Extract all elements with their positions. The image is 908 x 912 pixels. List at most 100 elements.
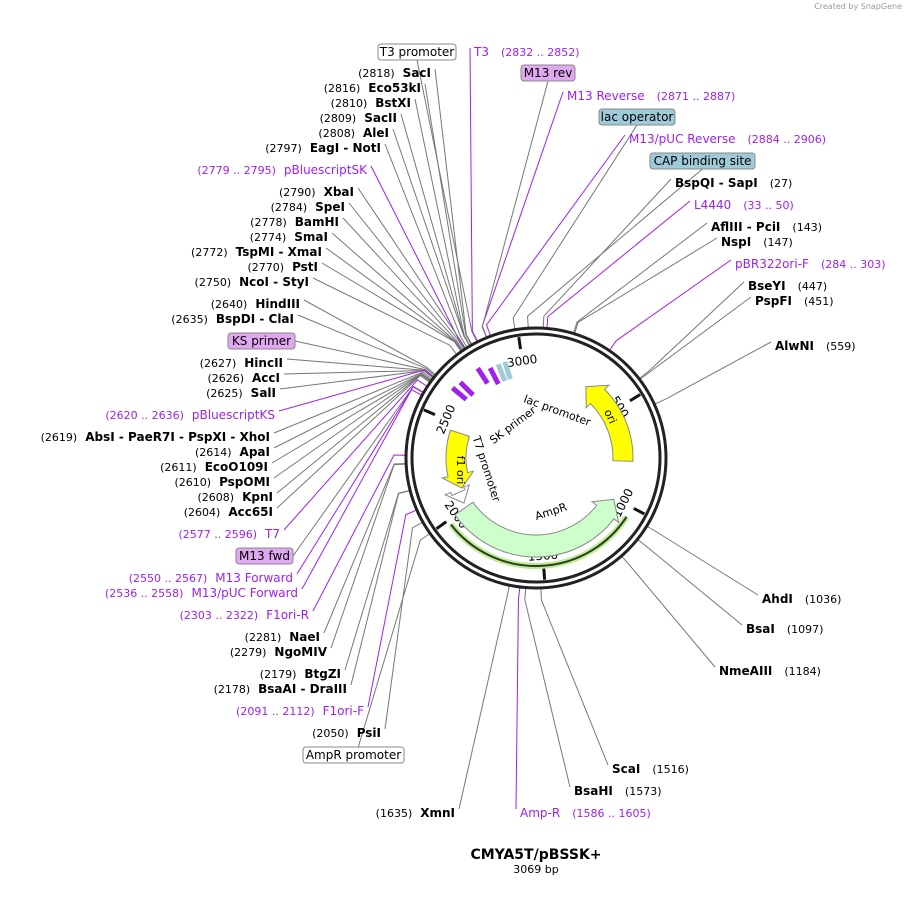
feature-cap-binding-site[interactable]: CAP binding site bbox=[649, 152, 756, 170]
annotation-label[interactable]: (2779 .. 2795)pBluescriptSK bbox=[197, 163, 368, 177]
enzyme-btgzi[interactable]: (2179)BtgZI bbox=[260, 667, 341, 681]
enzyme-pspfi[interactable]: PspFI(451) bbox=[755, 294, 834, 308]
annotation-label[interactable]: (2627)HincII bbox=[200, 356, 283, 370]
primer-f1ori-r[interactable]: (2303 .. 2322)F1ori-R bbox=[180, 608, 309, 622]
enzyme-bstxi[interactable]: (2810)BstXI bbox=[331, 96, 411, 110]
ori-feature[interactable] bbox=[585, 384, 634, 462]
enzyme-naei[interactable]: (2281)NaeI bbox=[245, 630, 320, 644]
primer-pbr322ori-f[interactable]: pBR322ori-F(284 .. 303) bbox=[735, 257, 886, 271]
enzyme-pspomi[interactable]: (2610)PspOMI bbox=[174, 475, 270, 489]
ampr-promoter-feature[interactable] bbox=[443, 484, 471, 504]
annotation-label[interactable]: (2608)KpnI bbox=[198, 490, 273, 504]
annotation-label[interactable]: T3(2832 .. 2852) bbox=[473, 45, 580, 59]
feature-ks-primer[interactable]: KS primer bbox=[227, 332, 296, 350]
enzyme-afliii-pcii[interactable]: AflIII - PciI(143) bbox=[711, 220, 822, 234]
feature-m13-fwd[interactable]: M13 fwd bbox=[235, 547, 294, 565]
enzyme-nmeaiii[interactable]: NmeAIII(1184) bbox=[719, 664, 821, 678]
annotation-label[interactable]: (2797)EagI - NotI bbox=[265, 141, 381, 155]
annotation-label[interactable]: pBR322ori-F(284 .. 303) bbox=[735, 257, 886, 271]
annotation-label[interactable]: (2611)EcoO109I bbox=[160, 460, 268, 474]
annotation-label[interactable]: (2790)XbaI bbox=[279, 185, 354, 199]
annotation-label[interactable]: (2810)BstXI bbox=[331, 96, 411, 110]
annotation-label[interactable]: (2808)AleI bbox=[318, 126, 389, 140]
feature-box[interactable] bbox=[302, 746, 405, 764]
enzyme-ecoo109i[interactable]: (2611)EcoO109I bbox=[160, 460, 268, 474]
annotation-label[interactable]: L4440(33 .. 50) bbox=[694, 198, 794, 212]
feature-ampr-promoter[interactable]: AmpR promoter bbox=[302, 746, 405, 764]
annotation-label[interactable]: M13/pUC Reverse(2884 .. 2906) bbox=[629, 132, 826, 146]
annotation-label[interactable]: (2619)AbsI - PaeR7I - PspXI - XhoI bbox=[41, 430, 270, 444]
annotation-label[interactable]: (2279)NgoMIV bbox=[230, 645, 328, 659]
annotation-label[interactable]: (2635)BspDI - ClaI bbox=[171, 312, 294, 326]
annotation-label[interactable]: (2778)BamHI bbox=[250, 215, 339, 229]
enzyme-psti[interactable]: (2770)PstI bbox=[247, 260, 318, 274]
annotation-label[interactable]: (2770)PstI bbox=[247, 260, 318, 274]
annotation-label[interactable]: (1635)XmnI bbox=[376, 806, 455, 820]
enzyme-xmni[interactable]: (1635)XmnI bbox=[376, 806, 455, 820]
enzyme-scai[interactable]: ScaI(1516) bbox=[612, 762, 689, 776]
enzyme-sali[interactable]: (2625)SalI bbox=[206, 386, 276, 400]
annotation-label[interactable]: (2614)ApaI bbox=[195, 445, 270, 459]
enzyme-bsai[interactable]: BsaI(1097) bbox=[746, 622, 823, 636]
annotation-label[interactable]: NspI(147) bbox=[721, 235, 793, 249]
enzyme-sacii[interactable]: (2809)SacII bbox=[320, 111, 397, 125]
enzyme-alwni[interactable]: AlwNI(559) bbox=[775, 339, 856, 353]
primer-amp-r[interactable]: Amp-R(1586 .. 1605) bbox=[520, 806, 651, 820]
feature-lac-operator[interactable]: lac operator bbox=[598, 108, 676, 126]
annotation-label[interactable]: BspQI - SapI(27) bbox=[675, 176, 792, 190]
enzyme-bamhi[interactable]: (2778)BamHI bbox=[250, 215, 339, 229]
primer-m13-reverse[interactable]: M13 Reverse(2871 .. 2887) bbox=[567, 89, 735, 103]
enzyme-acci[interactable]: (2626)AccI bbox=[207, 371, 280, 385]
enzyme-hindiii[interactable]: (2640)HindIII bbox=[211, 297, 300, 311]
annotation-label[interactable]: AhdI(1036) bbox=[762, 592, 841, 606]
annotation-label[interactable]: AlwNI(559) bbox=[775, 339, 856, 353]
annotation-label[interactable]: (2809)SacII bbox=[320, 111, 397, 125]
enzyme-bspqi-sapi[interactable]: BspQI - SapI(27) bbox=[675, 176, 792, 190]
annotation-label[interactable]: (2091 .. 2112)F1ori-F bbox=[236, 704, 364, 718]
annotation-label[interactable]: NmeAIII(1184) bbox=[719, 664, 821, 678]
feature-box[interactable] bbox=[235, 547, 294, 565]
feature-t3-promoter[interactable]: T3 promoter bbox=[377, 43, 457, 61]
enzyme-acc65i[interactable]: (2604)Acc65I bbox=[184, 505, 273, 519]
enzyme-absi-paer7i-pspxi-xhoi[interactable]: (2619)AbsI - PaeR7I - PspXI - XhoI bbox=[41, 430, 270, 444]
primer-t3[interactable]: T3(2832 .. 2852) bbox=[473, 45, 580, 59]
annotation-label[interactable]: AflIII - PciI(143) bbox=[711, 220, 822, 234]
annotation-label[interactable]: (2610)PspOMI bbox=[174, 475, 270, 489]
enzyme-hincii[interactable]: (2627)HincII bbox=[200, 356, 283, 370]
annotation-label[interactable]: (2577 .. 2596)T7 bbox=[178, 527, 280, 541]
enzyme-spei[interactable]: (2784)SpeI bbox=[271, 200, 345, 214]
annotation-label[interactable]: (2750)NcoI - StyI bbox=[195, 275, 309, 289]
primer-m13-puc-forward[interactable]: (2536 .. 2558)M13/pUC Forward bbox=[105, 586, 298, 600]
annotation-label[interactable]: (2784)SpeI bbox=[271, 200, 345, 214]
ampr-feature[interactable] bbox=[454, 498, 620, 558]
enzyme-ngomiv[interactable]: (2279)NgoMIV bbox=[230, 645, 328, 659]
feature-box[interactable] bbox=[598, 108, 676, 126]
annotation-label[interactable]: ScaI(1516) bbox=[612, 762, 689, 776]
primer-m13-puc-reverse[interactable]: M13/pUC Reverse(2884 .. 2906) bbox=[629, 132, 826, 146]
annotation-label[interactable]: (2620 .. 2636)pBluescriptKS bbox=[105, 408, 275, 422]
enzyme-bsahi[interactable]: BsaHI(1573) bbox=[574, 784, 661, 798]
annotation-label[interactable]: (2536 .. 2558)M13/pUC Forward bbox=[105, 586, 298, 600]
annotation-label[interactable]: (2774)SmaI bbox=[250, 230, 328, 244]
feature-box[interactable] bbox=[227, 332, 296, 350]
primer-m13-forward[interactable]: (2550 .. 2567)M13 Forward bbox=[129, 571, 293, 585]
enzyme-bsaai-draiii[interactable]: (2178)BsaAI - DraIII bbox=[214, 682, 347, 696]
enzyme-saci[interactable]: (2818)SacI bbox=[358, 66, 431, 80]
feature-box[interactable] bbox=[377, 43, 457, 61]
primer-l4440[interactable]: L4440(33 .. 50) bbox=[694, 198, 794, 212]
feature-box[interactable] bbox=[649, 152, 756, 170]
f1-ori-feature[interactable] bbox=[440, 429, 475, 489]
enzyme-bspdi-clai[interactable]: (2635)BspDI - ClaI bbox=[171, 312, 294, 326]
primer-pbluescriptsk[interactable]: (2779 .. 2795)pBluescriptSK bbox=[197, 163, 368, 177]
enzyme-xbai[interactable]: (2790)XbaI bbox=[279, 185, 354, 199]
enzyme-bseyi[interactable]: BseYI(447) bbox=[748, 279, 827, 293]
annotation-label[interactable]: (2281)NaeI bbox=[245, 630, 320, 644]
annotation-label[interactable]: (2303 .. 2322)F1ori-R bbox=[180, 608, 309, 622]
annotation-label[interactable]: (2626)AccI bbox=[207, 371, 280, 385]
primer-f1ori-f[interactable]: (2091 .. 2112)F1ori-F bbox=[236, 704, 364, 718]
enzyme-psii[interactable]: (2050)PsiI bbox=[312, 726, 381, 740]
annotation-label[interactable]: (2550 .. 2567)M13 Forward bbox=[129, 571, 293, 585]
annotation-label[interactable]: (2818)SacI bbox=[358, 66, 431, 80]
annotation-label[interactable]: BsaHI(1573) bbox=[574, 784, 661, 798]
enzyme-ncoi-styi[interactable]: (2750)NcoI - StyI bbox=[195, 275, 309, 289]
